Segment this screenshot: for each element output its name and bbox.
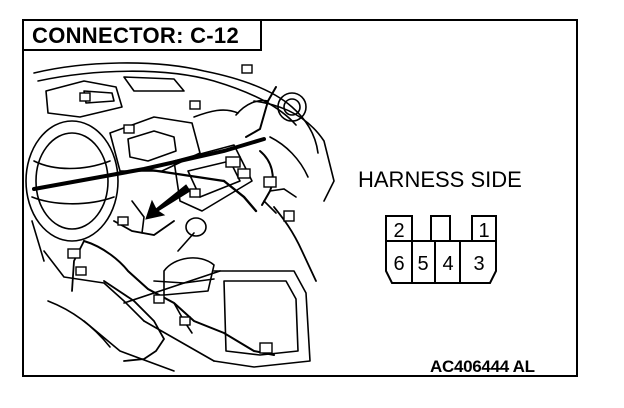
pointer-arrow (145, 184, 191, 220)
pin-3: 3 (473, 253, 484, 275)
main-harness (32, 137, 266, 191)
pin-2: 2 (393, 220, 404, 242)
pin-6: 6 (393, 253, 404, 275)
diagram-frame: CONNECTOR: C-12 (22, 19, 578, 377)
dashboard-top-inner (37, 70, 297, 126)
title-box: CONNECTOR: C-12 (24, 21, 262, 51)
pin-5: 5 (417, 253, 428, 275)
pin-4: 4 (442, 253, 453, 275)
dashboard-illustration (25, 62, 335, 372)
connector-pinout: 2 1 6 5 4 3 (385, 215, 497, 284)
pin-1: 1 (478, 220, 489, 242)
steering-wheel-outline (25, 120, 119, 242)
harness-side-label: HARNESS SIDE (358, 167, 522, 192)
connector-title: CONNECTOR: C-12 (32, 23, 240, 48)
figure-code: AC406444 AL (430, 357, 535, 376)
